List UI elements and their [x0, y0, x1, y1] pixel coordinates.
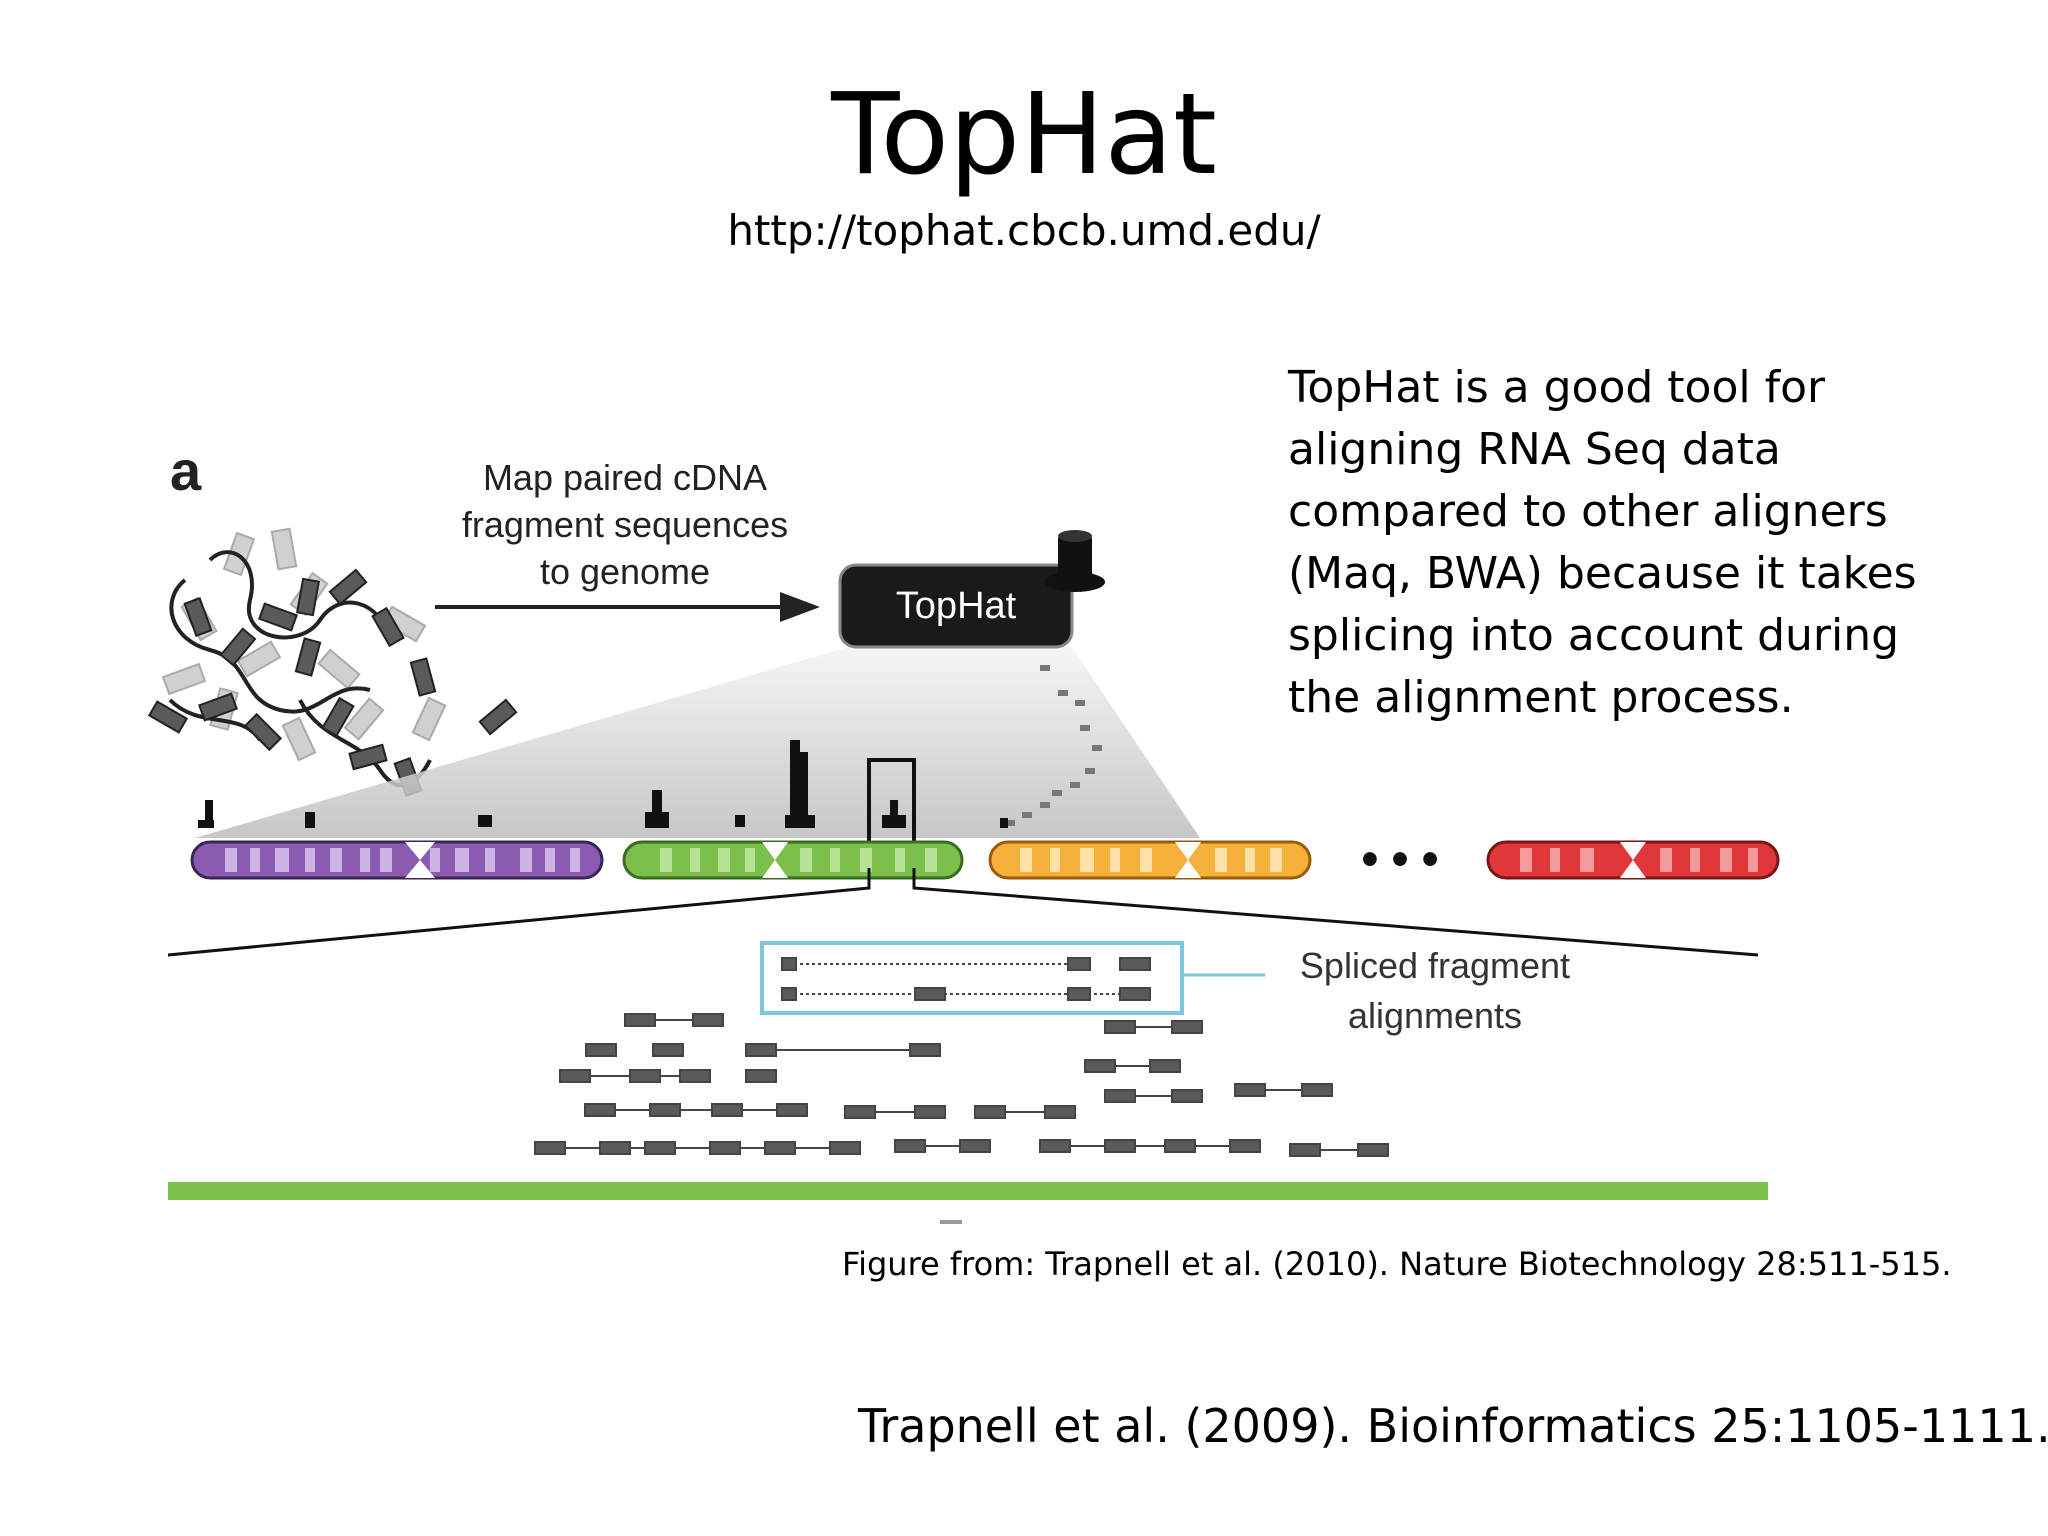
spliced-label: Spliced fragment alignments: [1300, 945, 1570, 1036]
description-line: TopHat is a good tool for: [1288, 362, 1826, 413]
chromosome-2: [622, 840, 964, 880]
chromosome-3: [988, 840, 1312, 880]
tophat-url[interactable]: http://tophat.cbcb.umd.edu/: [727, 206, 1321, 255]
description-text: TopHat is a good tool for aligning RNA S…: [1288, 357, 1988, 729]
cdna-fragments-icon: [147, 527, 518, 797]
projection-cone: [195, 647, 1200, 838]
spliced-label-line: alignments: [1348, 995, 1522, 1036]
chromosome-4: [1486, 840, 1780, 880]
chromosome-1: [190, 840, 604, 880]
arrow-label-line: fragment sequences: [462, 504, 788, 545]
scale-tick: [940, 1220, 962, 1224]
spliced-highlight-box: [760, 941, 1184, 1015]
arrow-label-line: to genome: [540, 551, 710, 592]
tophat-box: TopHat: [838, 563, 1074, 649]
slide-title: TopHat: [831, 70, 1217, 200]
map-arrow-label: Map paired cDNA fragment sequences to ge…: [462, 457, 788, 592]
coverage-peaks: [198, 740, 1008, 828]
panel-label: a: [170, 439, 202, 502]
genome-bar: [168, 1182, 1768, 1200]
description-line: the alignment process.: [1288, 672, 1794, 723]
top-hat-icon: [1045, 530, 1105, 592]
description-line: aligning RNA Seq data: [1288, 424, 1781, 475]
spliced-label-line: Spliced fragment: [1300, 945, 1570, 986]
reference-citation: Trapnell et al. (2009). Bioinformatics 2…: [858, 1399, 2048, 1453]
chromosome-ellipsis: • • •: [1361, 833, 1438, 886]
description-line: (Maq, BWA) because it takes: [1288, 548, 1917, 599]
figure-caption: Figure from: Trapnell et al. (2010). Nat…: [842, 1245, 1952, 1283]
arrow-label-line: Map paired cDNA: [483, 457, 767, 498]
description-line: compared to other aligners: [1288, 486, 1888, 537]
falling-reads: [1005, 665, 1102, 826]
zoom-lines: [167, 868, 1759, 957]
read-alignments: [534, 957, 1389, 1157]
description-line: splicing into account during: [1288, 610, 1900, 661]
tophat-box-label: TopHat: [896, 585, 1017, 627]
arrow-right-icon: [435, 592, 820, 622]
